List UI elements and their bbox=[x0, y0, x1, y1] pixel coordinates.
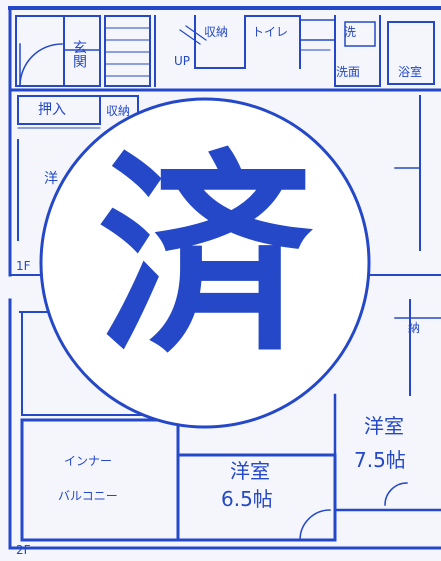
room-label-inner-balcony-line2: バルコニー bbox=[58, 489, 118, 503]
room-label-western-a: 洋室 bbox=[230, 459, 270, 483]
room-label-closet: 収納 bbox=[204, 25, 229, 39]
room-label-western-partial: 洋 bbox=[44, 171, 58, 187]
seal-stamp-icon: 済 bbox=[39, 97, 371, 429]
room-label-oshiire: 押入 bbox=[38, 102, 66, 118]
room-label-bath: 浴室 bbox=[398, 65, 423, 79]
room-label-western-b: 洋室 bbox=[364, 414, 404, 438]
room-label-closet-2: 収納 bbox=[106, 104, 131, 118]
room-label-closet-2f: 納 bbox=[408, 321, 421, 335]
room-label-inner-balcony-line1: インナー bbox=[64, 454, 113, 468]
floor-label-2f: 2F bbox=[16, 543, 31, 557]
floor-label-1f: 1F bbox=[16, 259, 31, 273]
room-label-toilet: トイレ bbox=[252, 25, 289, 39]
room-label-washroom: 洗面 bbox=[336, 65, 361, 79]
room-label-wash: 洗 bbox=[344, 25, 357, 39]
room-size-western-b: 7.5帖 bbox=[354, 448, 406, 472]
room-label-entrance: 玄関 bbox=[71, 40, 87, 68]
stamp-character: 済 bbox=[98, 131, 314, 382]
stairs-up-label: UP bbox=[174, 54, 191, 68]
room-size-western-a: 6.5帖 bbox=[221, 487, 273, 511]
